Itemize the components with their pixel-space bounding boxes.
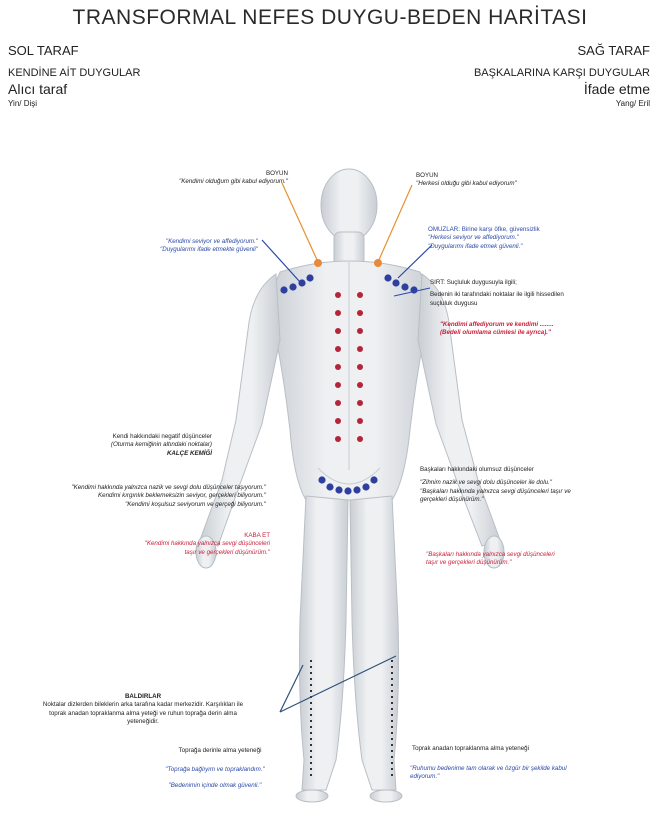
self-negative-q3: "Kendimi koşulsuz seviyorum ve gerçeği b…	[4, 501, 266, 509]
calves-label: BALDIRLAR	[4, 693, 282, 701]
ground-right-q1: "Ruhumu bedenime tam olarak ve özgür bir…	[410, 765, 630, 773]
ground-left-label: Toprağa derinle alma yeteneği	[120, 747, 320, 755]
hip-left-label: KABA ET	[70, 532, 270, 540]
neck-right-note: BOYUN "Herkesi olduğu gibi kabul ediyoru…	[416, 172, 606, 189]
neck-left-quote: "Kendimi olduğum gibi kabul ediyorum."	[110, 178, 288, 186]
back-text2: suçluluk duygusu	[430, 300, 640, 308]
calves-text1: Noktalar dizlerden bileklerin arka taraf…	[4, 701, 282, 709]
others-negative-q2: "Başkaları hakkında yalnızca sevgi düşün…	[420, 488, 640, 496]
ground-right-label: Toprak anadan topraklanma alma yeteneği	[412, 745, 632, 753]
calves-text3: yeteneğidir.	[4, 718, 282, 726]
self-negative-q2: Kendimi kırgınlık beklemeksizin seviyor,…	[4, 492, 266, 500]
self-negative-note: Kendi hakkındaki negatif düşünceler (Otu…	[40, 433, 212, 458]
others-negative-q1: "Zihnim nazik ve sevgi dolu düşünceler i…	[420, 479, 640, 487]
shoulder-right-line1: "Herkesi seviyor ve affediyorum."	[428, 234, 628, 242]
back-note: SIRT: Suçluluk duygusuyla ilgili; Bedeni…	[430, 279, 640, 308]
back-red1: "Kendimi affediyorum ve kendimi ........	[440, 321, 650, 329]
ground-left-q1: "Toprağa bağlıyım ve topraklandım."	[110, 766, 320, 774]
neck-left-note: BOYUN "Kendimi olduğum gibi kabul ediyor…	[110, 170, 288, 187]
hip-left-q1: "Kendimi hakkında yalnızca sevgi düşünce…	[70, 540, 270, 548]
shoulder-right-line2: "Duygularımı ifade etmek güvenli."	[428, 243, 628, 251]
back-red2: (Bedeli olumlama cümlesi ile ayrıca)."	[440, 329, 650, 337]
self-negative-quotes: "Kendimi hakkında yalnızca nazik ve sevg…	[4, 484, 266, 509]
others-negative-line1: Başkaları hakkındaki olumsuz düşünceler	[420, 466, 640, 474]
shoulder-right-label: OMUZLAR: Birine karşı öfke, güvensizlik	[428, 226, 628, 234]
back-label: SIRT: Suçluluk duygusuyla ilgili;	[430, 279, 640, 287]
self-negative-line1: Kendi hakkındaki negatif düşünceler	[40, 433, 212, 441]
shoulder-left-line1: "Kendimi seviyor ve affediyorum."	[100, 238, 258, 246]
calves-text2: toprak anadan topraklanma alma yeteği ve…	[4, 710, 282, 718]
calves-note: BALDIRLAR Noktalar dizlerden bileklerin …	[4, 693, 282, 726]
hip-right-q1: "Başkaları hakkında yalnızca sevgi düşün…	[426, 551, 626, 559]
others-negative-note: Başkaları hakkındaki olumsuz düşünceler …	[420, 466, 640, 504]
back-affirmation: "Kendimi affediyorum ve kendimi ........…	[440, 321, 650, 338]
shoulder-left-line2: "Duygularımı ifade etmekte güvenli"	[100, 246, 258, 254]
neck-left-label: BOYUN	[110, 170, 288, 178]
neck-right-quote: "Herkesi olduğu gibi kabul ediyorum"	[416, 180, 606, 188]
others-negative-q3: gerçekleri düşünürüm."	[420, 496, 640, 504]
self-negative-q1: "Kendimi hakkında yalnızca nazik ve sevg…	[4, 484, 266, 492]
self-negative-line3: KALÇE KEMİĞİ	[40, 450, 212, 458]
ground-left-q2: "Bedenimin içinde olmak güvenli."	[110, 782, 320, 790]
shoulder-right-note: OMUZLAR: Birine karşı öfke, güvensizlik …	[428, 226, 628, 251]
hip-right-q2: taşır ve gerçekleri düşünürüm."	[426, 559, 626, 567]
ground-right-quotes: "Ruhumu bedenime tam olarak ve özgür bir…	[410, 765, 630, 782]
hip-right-note: "Başkaları hakkında yalnızca sevgi düşün…	[426, 551, 626, 568]
self-negative-line2: (Oturma kemiğinin altındaki noktalar)	[40, 441, 212, 449]
hip-left-note: KABA ET "Kendimi hakkında yalnızca sevgi…	[70, 532, 270, 557]
back-text1: Bedenin iki tarafındaki noktalar ile ilg…	[430, 291, 640, 299]
shoulder-left-note: "Kendimi seviyor ve affediyorum." "Duygu…	[100, 238, 258, 255]
hip-left-q2: taşır ve gerçekleri düşünürüm."	[70, 549, 270, 557]
neck-right-label: BOYUN	[416, 172, 606, 180]
ground-left-quotes: "Toprağa bağlıyım ve topraklandım." "Bed…	[110, 766, 320, 791]
ground-right-q2: ediyorum."	[410, 773, 630, 781]
